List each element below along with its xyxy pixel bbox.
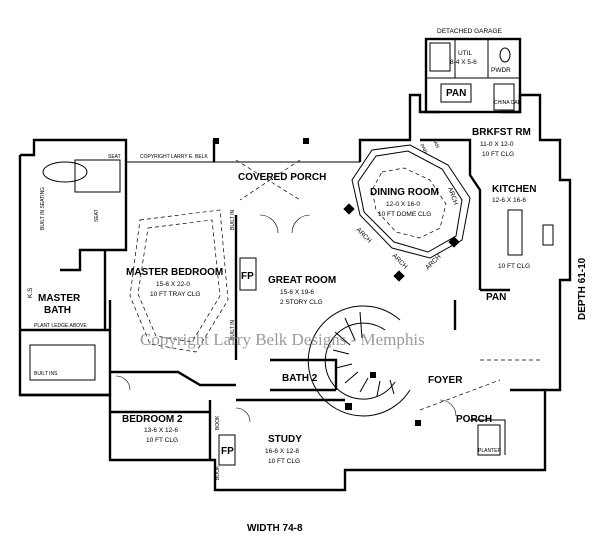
width-dimension: WIDTH 74-8 bbox=[247, 523, 303, 534]
pan-left-b: PAN bbox=[430, 138, 440, 150]
plant-ledge-label: PLANT LEDGE ABOVE bbox=[34, 323, 87, 329]
ks-label: K.S bbox=[27, 287, 34, 298]
great-room-clg: 2 STORY CLG bbox=[280, 299, 323, 306]
covered-porch-label: COVERED PORCH bbox=[238, 172, 326, 183]
arch-4: ARCH bbox=[446, 186, 459, 206]
door-swings bbox=[115, 214, 457, 423]
study-label: STUDY bbox=[268, 434, 302, 445]
planter-label: PLANTER bbox=[478, 448, 501, 454]
watermark: Copyright Larry Belk Designs - Memphis bbox=[140, 330, 425, 349]
dining-label: DINING ROOM bbox=[370, 187, 439, 198]
built-in-2: BUILT IN bbox=[230, 320, 236, 340]
dining-dims: 12-0 X 16-0 bbox=[386, 201, 420, 208]
ceiling-lines bbox=[29, 159, 554, 466]
bedroom2-dims: 13-6 X 12-6 bbox=[144, 427, 178, 434]
brkfst-dims: 11-0 X 12-0 bbox=[480, 141, 514, 148]
depth-dimension: DEPTH 61-10 bbox=[577, 257, 588, 320]
pan-top-label: PAN bbox=[446, 88, 466, 99]
detached-garage-label: DETACHED GARAGE bbox=[437, 28, 503, 35]
book-2: BOOK bbox=[215, 465, 221, 480]
bedroom2-clg: 10 FT CLG bbox=[146, 437, 178, 444]
bath2-label: BATH 2 bbox=[282, 373, 318, 384]
kitchen-dims: 12-6 X 16-6 bbox=[492, 197, 526, 204]
master-bed-dims: 15-6 X 22-0 bbox=[156, 281, 190, 288]
master-bed-label: MASTER BEDROOM bbox=[126, 267, 223, 278]
fp-study: FP bbox=[221, 446, 234, 457]
built-in-seating: BUILT IN SEATING bbox=[40, 187, 46, 230]
china-cab-label: CHINA CAB bbox=[494, 100, 522, 106]
dining-octagon bbox=[351, 144, 471, 259]
bedroom2-label: BEDROOM 2 bbox=[122, 414, 183, 425]
seat-top-label: SEAT bbox=[108, 154, 121, 160]
columns bbox=[213, 138, 460, 426]
porch-label: PORCH bbox=[456, 414, 492, 425]
util-dims: 8-4 X 5-6 bbox=[450, 59, 477, 66]
built-in-1: BUILT IN bbox=[230, 210, 236, 230]
great-room-label: GREAT ROOM bbox=[268, 275, 336, 286]
arch-2: ARCH bbox=[391, 252, 409, 270]
great-room-dims: 15-6 X 19-6 bbox=[280, 289, 314, 296]
study-clg: 10 FT CLG bbox=[268, 458, 300, 465]
brkfst-label: BRKFST RM bbox=[472, 127, 531, 138]
util-label: UTIL bbox=[458, 50, 472, 57]
master-bed-clg: 10 FT TRAY CLG bbox=[150, 291, 200, 298]
foyer-label: FOYER bbox=[428, 375, 463, 386]
exterior-walls bbox=[18, 93, 572, 492]
kitchen-label: KITCHEN bbox=[492, 184, 536, 195]
fp-great-room: FP bbox=[241, 271, 254, 282]
master-bath-label: MASTER bbox=[38, 293, 81, 304]
copyright-small: COPYRIGHT LARRY E. BELK bbox=[140, 154, 208, 160]
dining-clg: 10 FT DOME CLG bbox=[378, 211, 431, 218]
book-1: BOOK bbox=[215, 415, 221, 430]
arch-1: ARCH bbox=[355, 226, 373, 244]
pan-right-label: PAN bbox=[486, 292, 506, 303]
detached-garage bbox=[424, 37, 522, 114]
room-labels: DETACHED GARAGE UTIL 8-4 X 5-6 PWDR PAN … bbox=[27, 28, 536, 480]
study-dims: 16-6 X 12-8 bbox=[265, 448, 299, 455]
spiral-staircase bbox=[307, 305, 411, 417]
pwdr-label: PWDR bbox=[491, 67, 511, 74]
pan-left-a: PAN bbox=[418, 143, 428, 155]
built-ins-label: BUILT INS bbox=[34, 371, 58, 377]
interior-walls bbox=[20, 138, 545, 460]
seat-left: SEAT bbox=[94, 209, 100, 222]
kitchen-clg: 10 FT CLG bbox=[498, 263, 530, 270]
master-bath-label-2: BATH bbox=[44, 305, 71, 316]
brkfst-clg: 10 FT CLG bbox=[482, 151, 514, 158]
